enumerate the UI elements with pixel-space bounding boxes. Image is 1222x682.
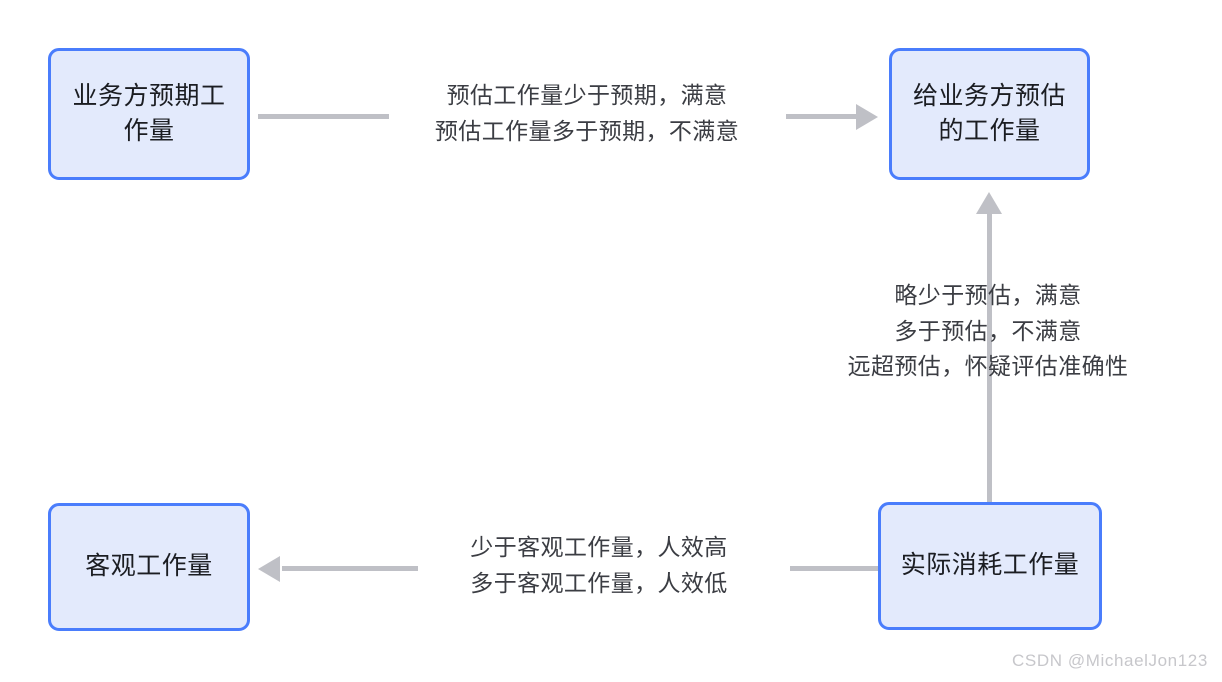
edge-top-label: 预估工作量少于预期，满意 预估工作量多于预期，不满意 [434,82,740,144]
edge-bottom-arrowhead-icon [258,556,280,582]
edge-bottom-label: 少于客观工作量，人效高 多于客观工作量，人效低 [470,534,728,596]
edge-bottom-line-left-segment [282,566,418,571]
edge-top-line-right-segment [786,114,856,119]
node-objective-workload[interactable]: 客观工作量 [48,503,250,631]
node-actual-workload[interactable]: 实际消耗工作量 [878,502,1102,630]
edge-top-line-left-segment [258,114,389,119]
watermark: CSDN @MichaelJon123 [1012,651,1208,670]
node-estimated-workload[interactable]: 给业务方预估 的工作量 [889,48,1090,180]
edge-top-arrowhead-icon [856,104,878,130]
edge-right-label: 略少于预估，满意 多于预估，不满意 远超预估，怀疑评估准确性 [847,282,1129,380]
node-expected-workload[interactable]: 业务方预期工 作量 [48,48,250,180]
edge-bottom-line-right-segment [790,566,878,571]
edge-right-arrowhead-icon [976,192,1002,214]
edge-right-line [987,212,992,502]
